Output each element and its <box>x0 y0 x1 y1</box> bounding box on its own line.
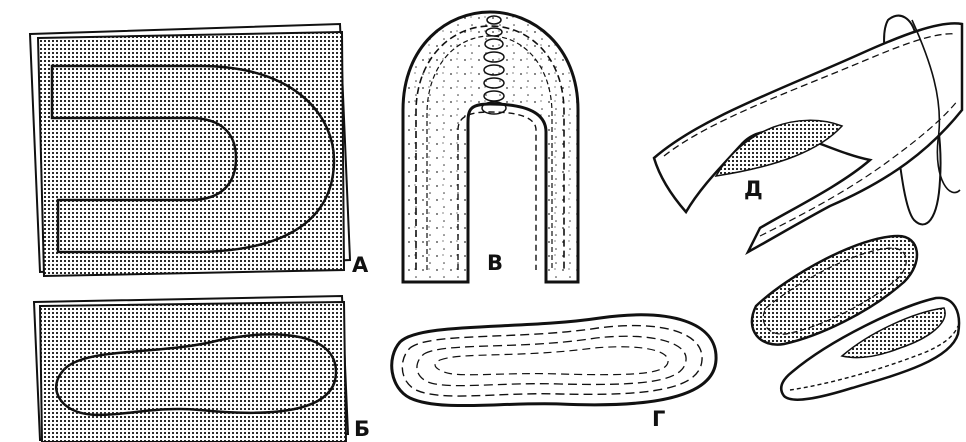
felt-sheet-b <box>40 302 346 442</box>
felt-sheet-a <box>38 32 344 276</box>
upper-piece-notch-seam <box>458 112 536 270</box>
panel-v: В <box>403 12 578 282</box>
label-g: Г <box>652 407 665 431</box>
label-a: А <box>352 253 369 277</box>
panel-g: Г <box>392 315 716 431</box>
label-b: Б <box>354 417 370 441</box>
label-v: В <box>487 251 503 275</box>
label-d: Д <box>744 177 763 201</box>
panel-a: А <box>30 24 369 277</box>
panel-b: Б <box>34 296 370 442</box>
